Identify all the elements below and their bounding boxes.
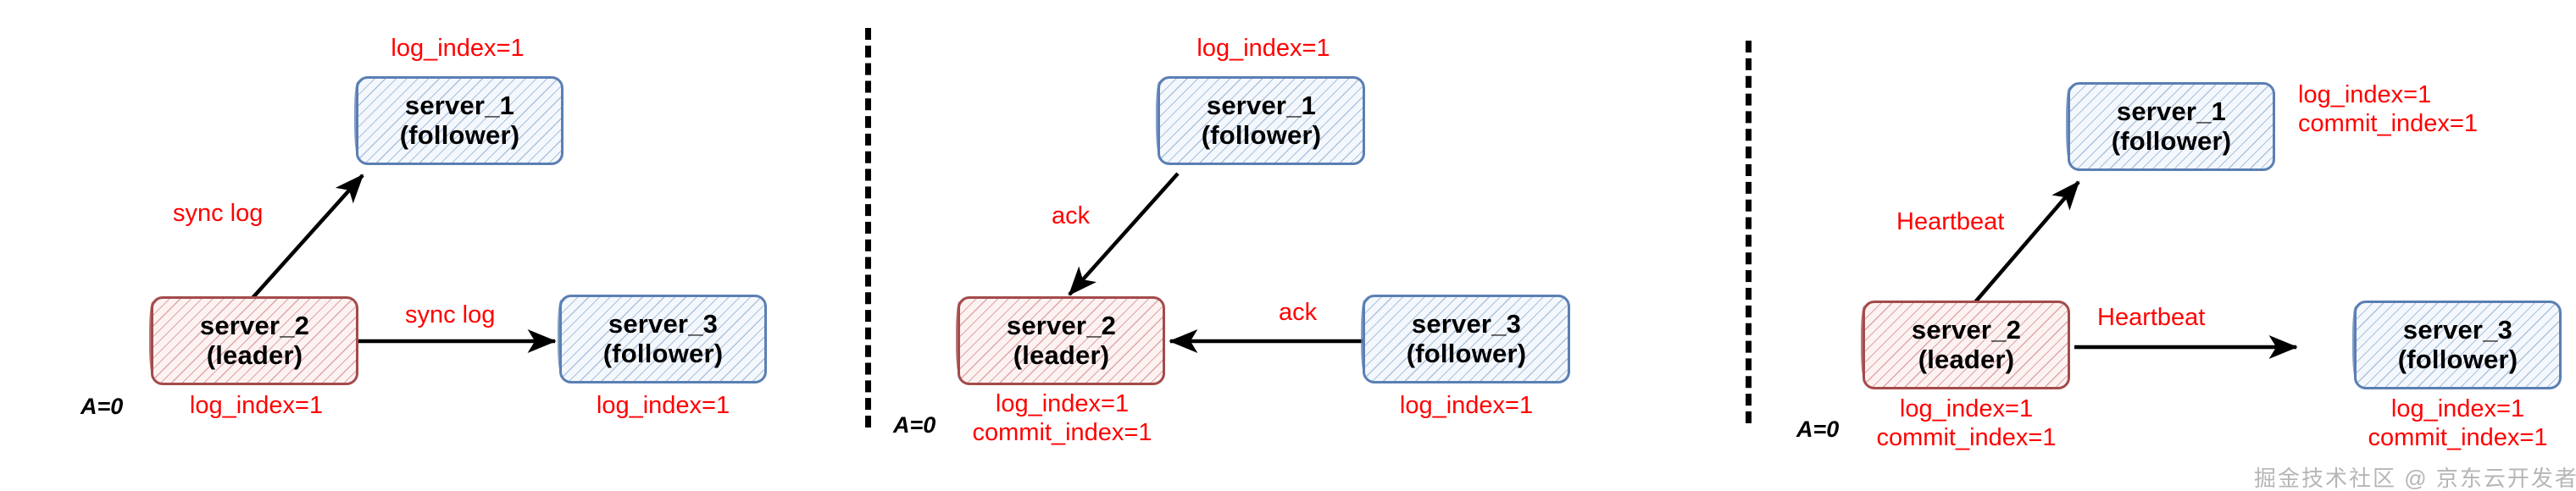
server-1-log-index: log_index=1 — [1196, 35, 1330, 62]
panel-ack: log_index=1 server_1 (follower) ack serv… — [865, 0, 1746, 491]
server-1-log-index: log_index=1 — [391, 35, 525, 62]
edge-label-heartbeat-right: Heartbeat — [2097, 304, 2206, 331]
server-1-state-label: log_index=1 — [1145, 34, 1382, 63]
node-server-3-role: (follower) — [602, 338, 724, 368]
edge-label-ack-left: ack — [1279, 299, 1318, 326]
node-server-1-role: (follower) — [399, 119, 520, 150]
node-server-1-role: (follower) — [1201, 119, 1322, 150]
server-2-commit-index: commit_index=1 — [972, 419, 1152, 447]
state-label-a: A=0 — [1796, 417, 1840, 442]
server-1-state-label: log_index=1 — [339, 34, 576, 63]
node-server-2-role: (leader) — [206, 339, 303, 370]
node-server-2-name: server_2 — [1911, 314, 2022, 345]
node-server-1-name: server_1 — [1206, 90, 1317, 120]
edge-label-heartbeat-up: Heartbeat — [1896, 208, 2005, 235]
server-3-state-labels: log_index=1 commit_index=1 — [2341, 394, 2574, 452]
node-server-3-role: (follower) — [1406, 338, 1527, 368]
server-3-log-index: log_index=1 — [1399, 392, 1534, 419]
server-2-state-labels: log_index=1 commit_index=1 — [1850, 394, 2083, 452]
server-3-commit-index: commit_index=1 — [2368, 424, 2548, 452]
watermark: 掘金技术社区 @ 京东云开发者 — [2254, 466, 2576, 491]
server-3-state-label: log_index=1 — [1350, 391, 1583, 420]
node-server-1-name: server_1 — [404, 90, 515, 120]
edge-label-ack-down: ack — [1052, 202, 1091, 229]
node-server-2-role: (leader) — [1013, 339, 1110, 370]
node-server-3-role: (follower) — [2397, 344, 2518, 374]
state-label-a: A=0 — [893, 412, 936, 438]
panel-divider-2 — [1746, 41, 1752, 423]
panel-heartbeat: server_1 (follower) log_index=1 commit_i… — [1746, 0, 2576, 491]
node-server-2-name: server_2 — [199, 310, 310, 340]
node-server-3-name: server_3 — [608, 308, 719, 339]
server-2-commit-index: commit_index=1 — [1876, 424, 2057, 452]
node-server-3[interactable]: server_3 (follower) — [558, 295, 767, 383]
server-1-state-labels: log_index=1 commit_index=1 — [2298, 80, 2478, 138]
server-3-state-label: log_index=1 — [547, 391, 780, 420]
state-label-a: A=0 — [80, 394, 124, 419]
node-server-2-role: (leader) — [1918, 344, 2015, 374]
server-1-commit-index: commit_index=1 — [2298, 110, 2478, 138]
node-server-1[interactable]: server_1 (follower) — [2066, 82, 2275, 171]
node-server-3-name: server_3 — [2402, 314, 2513, 345]
node-server-3-name: server_3 — [1411, 308, 1522, 339]
node-server-1[interactable]: server_1 (follower) — [354, 76, 564, 165]
node-server-2[interactable]: server_2 (leader) — [149, 296, 358, 385]
panel-sync-log: log_index=1 server_1 (follower) sync log… — [0, 0, 865, 491]
node-server-2[interactable]: server_2 (leader) — [1861, 301, 2070, 389]
server-3-log-index: log_index=1 — [2390, 395, 2525, 422]
edge-label-sync-log-up: sync log — [173, 200, 264, 227]
edge-label-sync-log-right: sync log — [405, 301, 496, 328]
server-2-log-index: log_index=1 — [189, 392, 324, 419]
server-2-state-labels: log_index=1 commit_index=1 — [946, 389, 1179, 447]
node-server-3[interactable]: server_3 (follower) — [2352, 301, 2562, 389]
server-2-log-index: log_index=1 — [1899, 395, 2034, 422]
node-server-1[interactable]: server_1 (follower) — [1156, 76, 1365, 165]
panel-divider-1 — [865, 28, 871, 428]
server-2-log-index: log_index=1 — [995, 390, 1130, 417]
server-2-state-label: log_index=1 — [140, 391, 373, 420]
server-1-log-index: log_index=1 — [2298, 81, 2432, 108]
node-server-2-name: server_2 — [1006, 310, 1117, 340]
node-server-1-name: server_1 — [2116, 96, 2227, 126]
node-server-3[interactable]: server_3 (follower) — [1361, 295, 1570, 383]
node-server-1-role: (follower) — [2111, 125, 2232, 156]
node-server-2[interactable]: server_2 (leader) — [956, 296, 1165, 385]
server-3-log-index: log_index=1 — [596, 392, 730, 419]
